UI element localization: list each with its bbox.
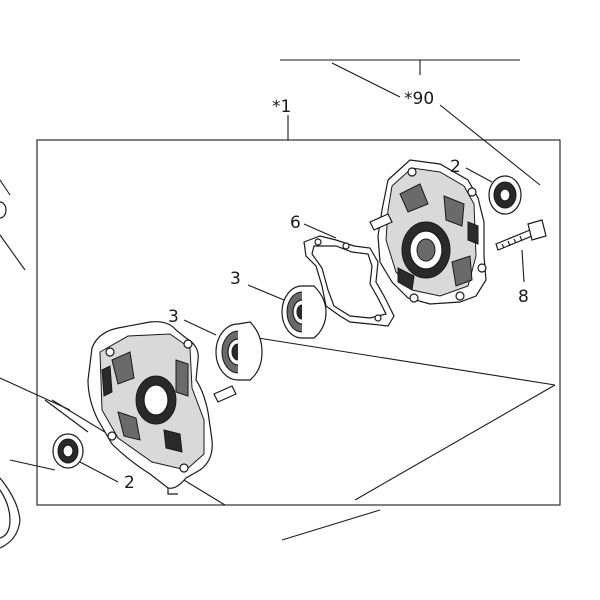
callout-bearing-upper: 3 bbox=[230, 269, 241, 289]
callout-seal-lower: 2 bbox=[124, 473, 135, 493]
assembly-90-leaders bbox=[280, 59, 541, 186]
left-edge-leaders bbox=[0, 179, 89, 471]
bearing-lower-leader bbox=[183, 319, 217, 336]
assembly-frame bbox=[36, 139, 561, 506]
seal-upper-leader bbox=[465, 167, 493, 183]
oil-seal-upper bbox=[488, 175, 522, 215]
left-crankcase-half bbox=[87, 321, 213, 495]
bolt-leader bbox=[521, 249, 525, 283]
callout-seal-upper: 2 bbox=[450, 157, 461, 177]
bolt bbox=[495, 219, 547, 251]
callout-assembly-1: *1 bbox=[272, 97, 291, 117]
dowel-pin bbox=[213, 385, 237, 403]
gasket-leader bbox=[303, 223, 337, 239]
callout-bolt: 8 bbox=[518, 287, 529, 307]
bearing-upper bbox=[281, 285, 327, 339]
gasket bbox=[303, 235, 395, 327]
lower-leader bbox=[281, 509, 381, 541]
partial-wheel bbox=[0, 477, 21, 549]
bearing-upper-leader bbox=[247, 284, 285, 301]
right-crankcase-half bbox=[369, 159, 487, 305]
oil-seal-lower bbox=[52, 433, 84, 469]
seal-lower-leader bbox=[79, 461, 119, 483]
callout-gasket: 6 bbox=[290, 213, 301, 233]
bearing-lower bbox=[215, 321, 263, 381]
callout-bearing-lower: 3 bbox=[168, 307, 179, 327]
callout-assembly-90: *90 bbox=[404, 89, 434, 109]
